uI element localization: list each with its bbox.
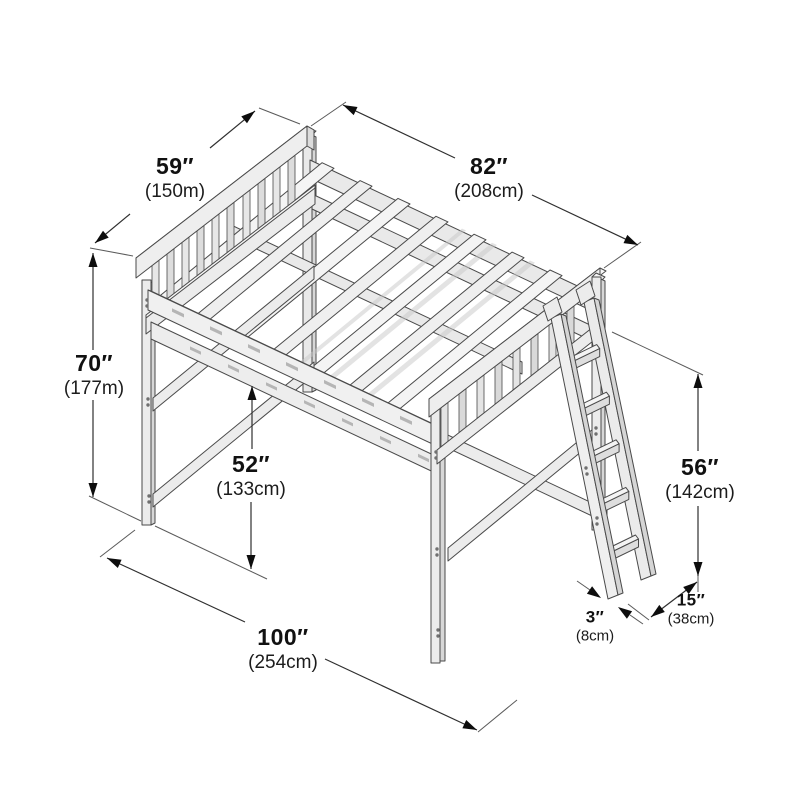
extension-lines (88, 101, 704, 733)
length-dimension-label: 82″ (208cm) (454, 153, 524, 202)
length-metric: (208cm) (454, 181, 524, 202)
bolt-holes (145, 298, 599, 638)
depth-dimension-label: 59″ (150m) (144, 153, 206, 202)
height-metric: (177m) (63, 378, 125, 399)
depth-metric: (150m) (144, 181, 206, 202)
ladder-height-inches: 56″ (680, 454, 720, 480)
footprint-metric: (254cm) (248, 652, 318, 673)
clearance-dimension-label: 52″ (133cm) (216, 451, 286, 500)
clearance-metric: (133cm) (216, 479, 286, 500)
length-inches: 82″ (469, 153, 509, 179)
foot-guardrail (428, 267, 607, 562)
ladder-extension-metric: (38cm) (667, 610, 715, 628)
ladder-height-metric: (142cm) (665, 482, 735, 503)
clearance-inches: 52″ (231, 451, 271, 477)
depth-inches: 59″ (155, 153, 195, 179)
dimension-arrows (88, 105, 703, 730)
ladder-extension-inches: 15″ (676, 590, 706, 610)
ladder-height-dimension-label: 56″ (142cm) (665, 454, 735, 503)
front-side-rails (147, 289, 447, 478)
ladder (542, 280, 657, 600)
footprint-dimension-label: 100″ (254cm) (248, 624, 318, 673)
height-dimension-label: 70″ (177m) (63, 350, 125, 399)
footprint-inches: 100″ (257, 624, 309, 650)
height-inches: 70″ (74, 350, 114, 376)
ladder-extension-dimension-label: 15″ (38cm) (668, 592, 715, 627)
ladder-foot-inches: 3″ (585, 607, 605, 627)
ladder-foot-metric: (8cm) (575, 627, 615, 645)
front-left-post (141, 279, 156, 526)
head-guardrail (135, 125, 316, 335)
ladder-foot-dimension-label: 3″ (8cm) (576, 609, 614, 644)
